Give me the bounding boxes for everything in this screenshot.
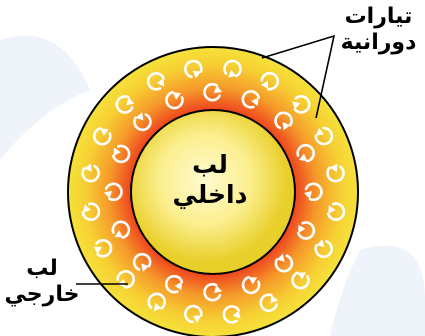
outer-core-label: لب خارجي xyxy=(0,256,84,309)
convection-currents-label-line1: تيارات xyxy=(332,4,425,30)
convection-currents-label-line2: دورانية xyxy=(332,30,425,56)
inner-core-label-line1: لب xyxy=(150,150,270,180)
convection-currents-label: تيارات دورانية xyxy=(332,4,425,57)
inner-core-label: لب داخلي xyxy=(150,150,270,210)
outer-core-label-line2: خارجي xyxy=(0,282,84,308)
outer-core-label-line1: لب xyxy=(0,256,84,282)
inner-core-label-line2: داخلي xyxy=(150,180,270,210)
